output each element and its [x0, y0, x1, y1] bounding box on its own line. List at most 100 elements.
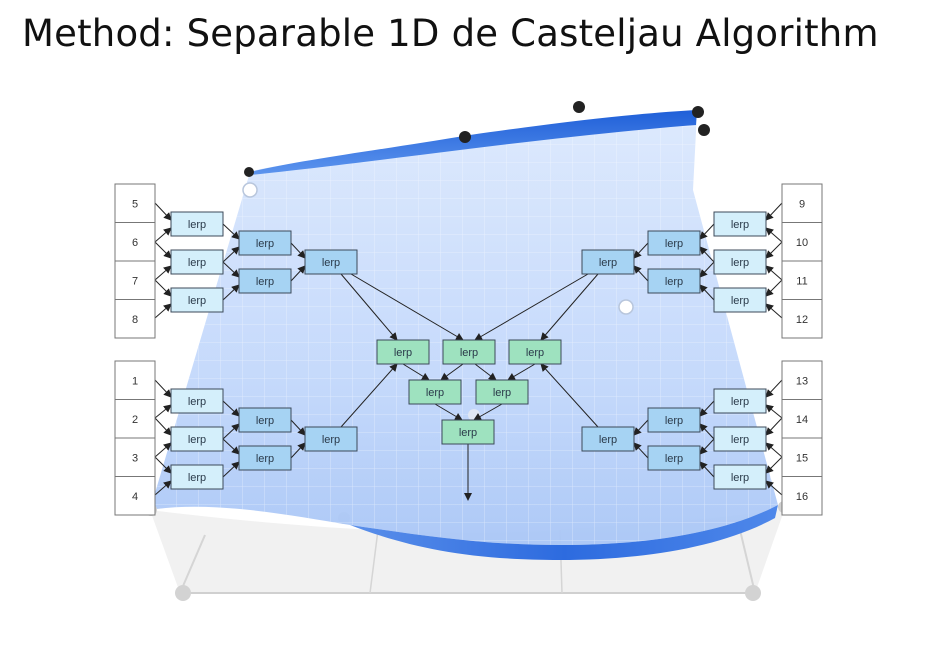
flow-arrow — [765, 480, 783, 496]
flow-arrow — [222, 400, 240, 417]
lerp-node: lerp — [238, 407, 292, 433]
base-handle-right — [745, 585, 761, 601]
flow-arrow — [154, 241, 172, 259]
arrows-layer — [154, 202, 783, 501]
lerp-node: lerp — [581, 249, 635, 275]
cell-label: 3 — [132, 452, 138, 464]
cell-label: 7 — [132, 275, 138, 287]
lerp-label: lerp — [256, 276, 274, 288]
cell-label: 16 — [796, 491, 808, 503]
control-point-cell: 8 — [114, 299, 156, 339]
flow-arrow — [633, 242, 649, 259]
lerp-node: lerp — [647, 268, 701, 294]
flow-arrow — [474, 363, 497, 381]
lerp-label: lerp — [526, 347, 544, 359]
lerp-node: lerp — [170, 388, 224, 414]
lerp-node: lerp — [508, 339, 562, 365]
control-point-cell: 14 — [781, 399, 823, 439]
lerp-label: lerp — [426, 387, 444, 399]
flow-arrow — [222, 261, 240, 278]
cell-column-bottom-right: 13 14 15 16 — [781, 360, 823, 516]
lerp-node: lerp — [713, 426, 767, 452]
control-point-cell: 12 — [781, 299, 823, 339]
lerp-node: lerp — [647, 407, 701, 433]
control-point-cell: 11 — [781, 260, 823, 300]
control-point-cell: 4 — [114, 476, 156, 516]
lerp-label: lerp — [188, 472, 206, 484]
lerp-node: lerp — [170, 287, 224, 313]
cell-label: 14 — [796, 414, 808, 426]
flow-arrow — [222, 246, 240, 263]
lerp-node: lerp — [170, 249, 224, 275]
cell-label: 4 — [132, 491, 138, 503]
control-point-cell: 2 — [114, 399, 156, 439]
flow-arrow — [290, 419, 306, 436]
lerp-label: lerp — [459, 427, 477, 439]
control-point-cell: 15 — [781, 437, 823, 477]
lerp-label: lerp — [322, 434, 340, 446]
lerp-node: lerp — [170, 426, 224, 452]
flow-arrow — [340, 363, 398, 428]
lerp-label: lerp — [256, 238, 274, 250]
flow-arrow — [765, 379, 783, 398]
lerp-node: lerp — [304, 426, 358, 452]
lerp-node: lerp — [441, 419, 495, 445]
slide-title: Method: Separable 1D de Casteljau Algori… — [22, 12, 879, 55]
cell-label: 9 — [799, 198, 805, 210]
flow-arrow — [699, 261, 715, 278]
flow-arrow — [765, 404, 783, 419]
flow-arrow — [154, 404, 172, 419]
lerp-node: lerp — [170, 211, 224, 237]
lerp-label: lerp — [665, 453, 683, 465]
cell-label: 12 — [796, 314, 808, 326]
control-point-cell: 16 — [781, 476, 823, 516]
flow-arrow — [434, 403, 463, 421]
lerp-node: lerp — [376, 339, 430, 365]
flow-arrow — [765, 202, 783, 221]
flow-arrow — [340, 273, 398, 341]
lerp-node: lerp — [713, 287, 767, 313]
control-points — [244, 101, 710, 177]
flow-arrow — [540, 363, 599, 428]
lerp-label: lerp — [394, 347, 412, 359]
control-point — [692, 106, 704, 118]
control-point — [698, 124, 710, 136]
lerp-label: lerp — [731, 295, 749, 307]
flow-arrow — [154, 442, 172, 458]
flow-arrow — [474, 273, 589, 341]
flow-arrow — [154, 227, 172, 243]
flow-arrow — [507, 363, 536, 381]
flow-arrow — [154, 379, 172, 398]
flow-arrow — [290, 265, 306, 282]
lerp-node: lerp — [442, 339, 496, 365]
lerp-node: lerp — [713, 464, 767, 490]
cell-label: 6 — [132, 237, 138, 249]
surface-handle-right — [618, 299, 634, 315]
control-point — [244, 167, 254, 177]
flow-arrow — [222, 438, 240, 455]
lerp-label: lerp — [322, 257, 340, 269]
flow-arrow — [154, 303, 172, 319]
flow-arrow — [402, 363, 430, 381]
flow-arrow — [699, 400, 715, 417]
flow-arrow — [765, 265, 783, 281]
lerp-node: lerp — [475, 379, 529, 405]
lerp-label: lerp — [731, 257, 749, 269]
cell-label: 13 — [796, 375, 808, 387]
flow-arrow — [222, 223, 240, 240]
lerp-label: lerp — [599, 434, 617, 446]
control-point-cell: 10 — [781, 222, 823, 262]
flow-arrow — [222, 423, 240, 440]
flow-arrow — [222, 461, 240, 478]
lerp-label: lerp — [493, 387, 511, 399]
flow-arrow — [473, 403, 503, 421]
flow-arrow — [350, 273, 464, 341]
lerp-label: lerp — [188, 219, 206, 231]
surface-handle-center — [468, 409, 480, 421]
cell-label: 5 — [132, 198, 138, 210]
lerp-label: lerp — [256, 453, 274, 465]
lerp-label: lerp — [731, 472, 749, 484]
lerp-label: lerp — [256, 415, 274, 427]
lerp-node: lerp — [713, 388, 767, 414]
